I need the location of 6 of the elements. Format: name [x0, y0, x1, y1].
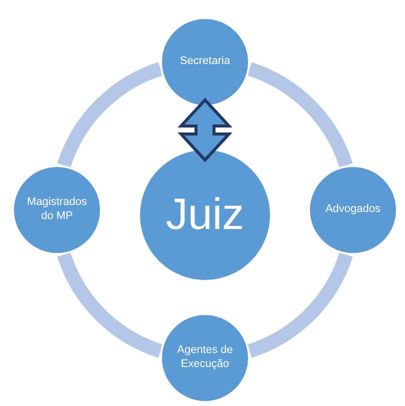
node-label: Magistrados do MP [26, 196, 88, 224]
node-label: Agentes de Execução [176, 344, 234, 372]
node-label: Advogados [324, 203, 382, 217]
node-label: Secretaria [178, 55, 232, 69]
double-arrow [178, 98, 232, 162]
node-label: Juiz [166, 193, 244, 237]
